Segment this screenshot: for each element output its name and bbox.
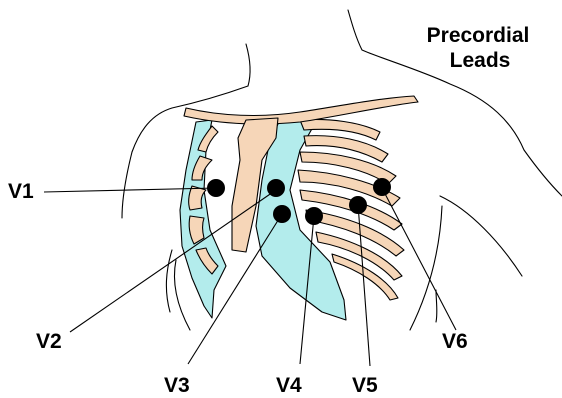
- electrode-v6: [373, 178, 391, 196]
- lead-label-v1: V1: [8, 180, 34, 203]
- lead-label-v6: V6: [442, 330, 468, 353]
- electrode-v2: [267, 179, 285, 197]
- electrode-v1: [207, 179, 225, 197]
- lead-label-v4: V4: [276, 374, 302, 397]
- electrode-v3: [273, 205, 291, 223]
- title-line-2: Leads: [450, 49, 511, 72]
- clavicle: [184, 96, 418, 124]
- title-line-1: Precordial: [427, 24, 530, 47]
- electrode-v5: [349, 196, 367, 214]
- leader-v2: [70, 190, 276, 332]
- lead-label-v2: V2: [36, 330, 62, 353]
- lead-label-v3: V3: [164, 374, 190, 397]
- electrode-v4: [305, 207, 323, 225]
- lead-label-v5: V5: [352, 374, 378, 397]
- leader-v6: [382, 188, 456, 330]
